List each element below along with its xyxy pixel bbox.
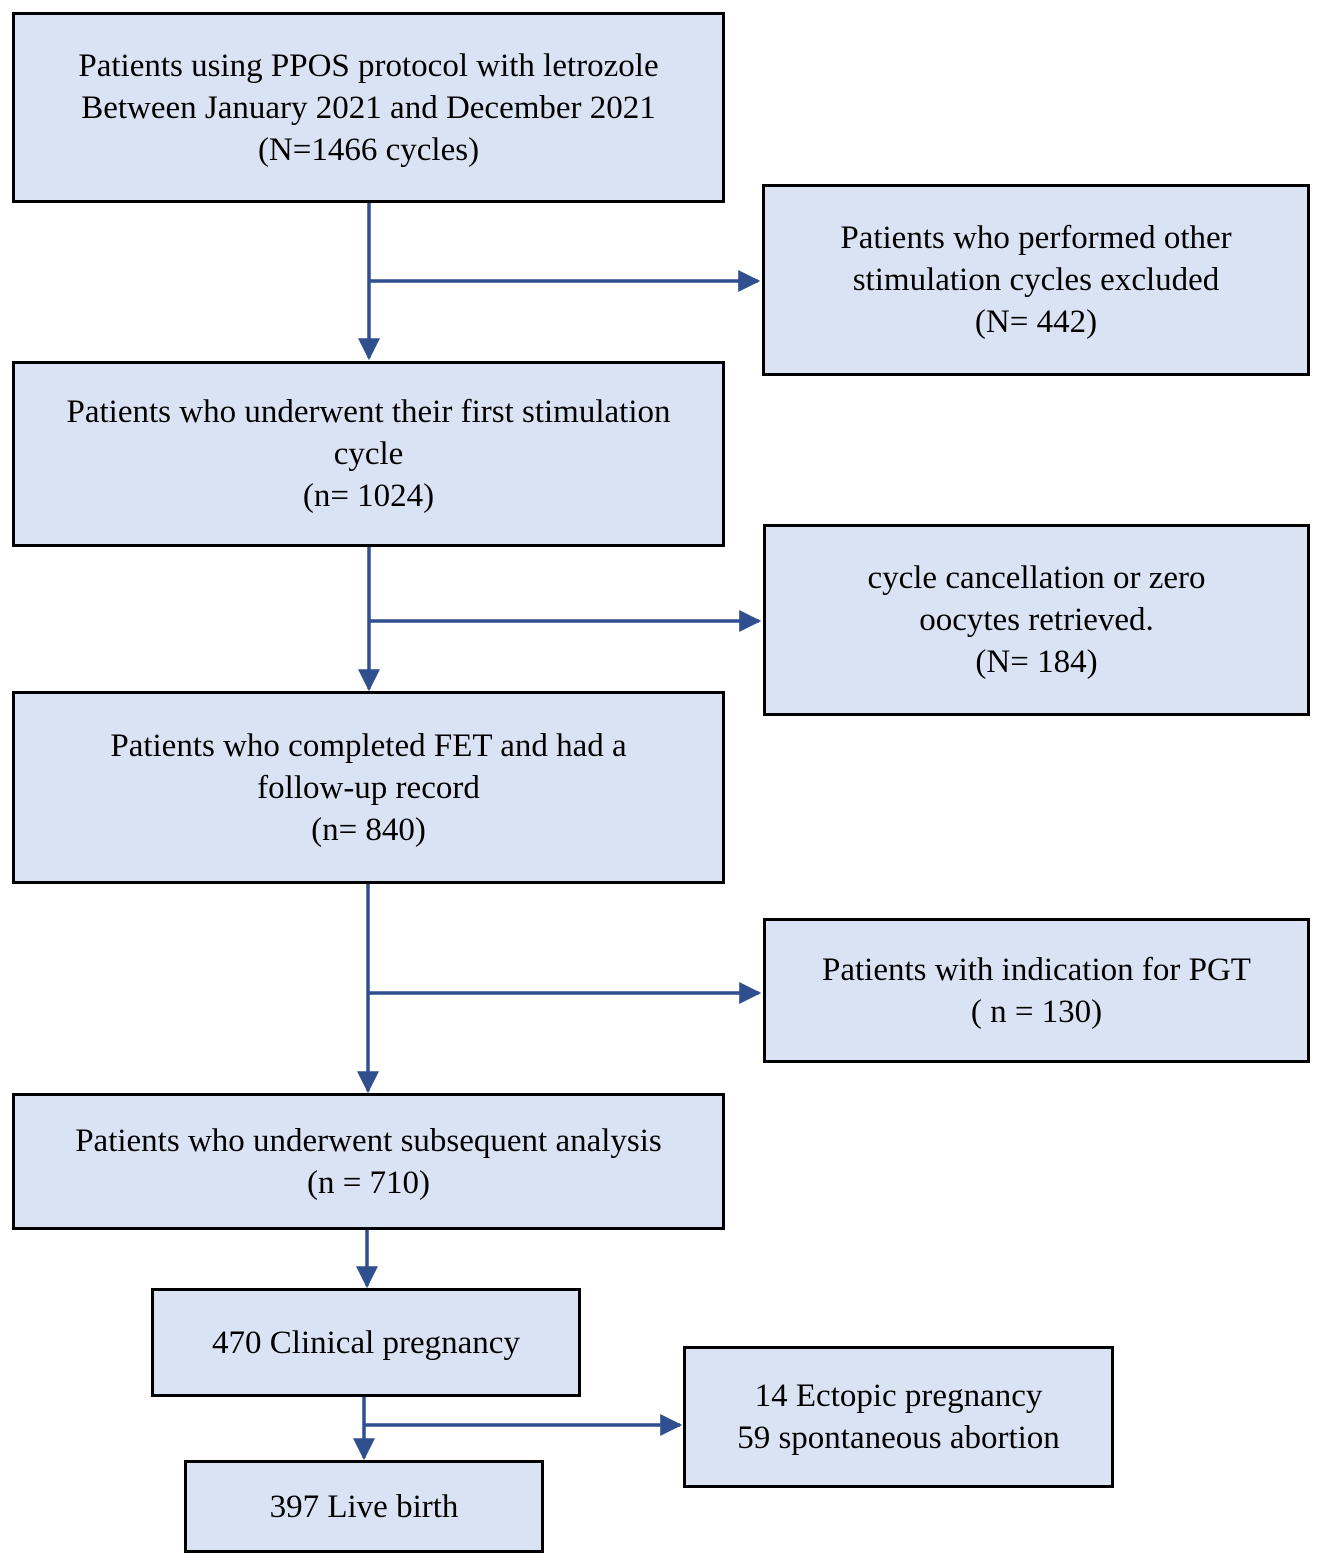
box-line: follow-up record bbox=[257, 769, 480, 806]
box-line: 59 spontaneous abortion bbox=[737, 1420, 1060, 1456]
box-line: (n = 710) bbox=[306, 1164, 431, 1201]
box-line: 14 Ectopic pregnancy bbox=[754, 1378, 1043, 1414]
box-pgt-indication: Patients with indication for PGT ( n = 1… bbox=[763, 918, 1310, 1063]
box-line: 397 Live birth bbox=[269, 1488, 459, 1525]
box-line: (n= 1024) bbox=[302, 478, 435, 514]
box-excluded-other-stimulation: Patients who performed other stimulation… bbox=[762, 184, 1310, 376]
box-completed-fet: Patients who completed FET and had a fol… bbox=[12, 691, 725, 884]
box-clinical-pregnancy: 470 Clinical pregnancy bbox=[151, 1288, 581, 1397]
box-line: (N= 442) bbox=[974, 304, 1098, 340]
box-line: Patients with indication for PGT bbox=[822, 951, 1251, 988]
box-ectopic-abortion: 14 Ectopic pregnancy 59 spontaneous abor… bbox=[683, 1346, 1114, 1488]
box-line: cycle cancellation or zero bbox=[867, 560, 1206, 596]
box-line: cycle bbox=[333, 436, 404, 472]
box-line: Patients who completed FET and had a bbox=[110, 727, 627, 764]
box-subsequent-analysis: Patients who underwent subsequent analys… bbox=[12, 1093, 725, 1230]
box-line: oocytes retrieved. bbox=[919, 602, 1154, 638]
box-line: (N=1466 cycles) bbox=[257, 131, 480, 168]
box-line: (N= 184) bbox=[975, 644, 1098, 680]
box-line: Patients who underwent subsequent analys… bbox=[75, 1122, 662, 1159]
box-line: Patients who performed other bbox=[840, 220, 1232, 256]
box-line: Patients using PPOS protocol with letroz… bbox=[78, 47, 659, 84]
box-line: Between January 2021 and December 2021 bbox=[81, 89, 656, 126]
box-line: Patients who underwent their first stimu… bbox=[66, 394, 671, 430]
box-line: ( n = 130) bbox=[970, 993, 1103, 1030]
box-live-birth: 397 Live birth bbox=[184, 1460, 544, 1553]
box-first-stimulation-cycle: Patients who underwent their first stimu… bbox=[12, 361, 725, 547]
box-cycle-cancellation: cycle cancellation or zero oocytes retri… bbox=[763, 524, 1310, 716]
box-line: 470 Clinical pregnancy bbox=[212, 1324, 520, 1361]
box-ppos-letrozole-patients: Patients using PPOS protocol with letroz… bbox=[12, 12, 725, 203]
box-line: stimulation cycles excluded bbox=[852, 262, 1220, 298]
box-line: (n= 840) bbox=[311, 811, 426, 848]
